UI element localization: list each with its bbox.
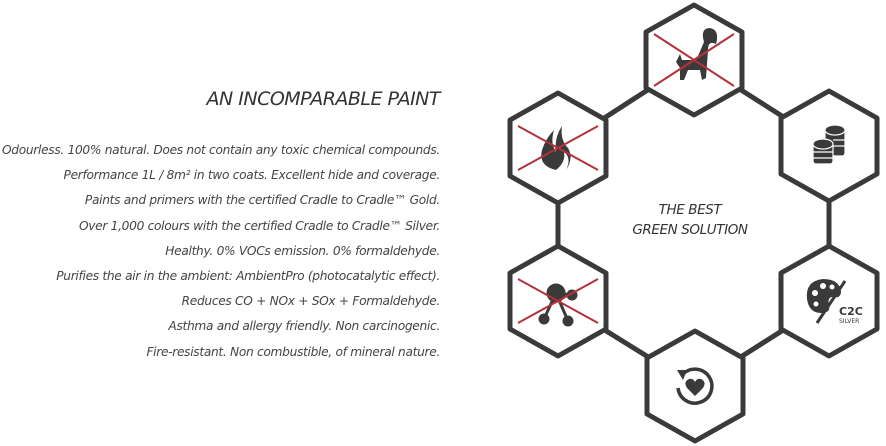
center-caption-line2: GREEN SOLUTION [632, 222, 748, 238]
cross-icon [517, 278, 599, 324]
fire-icon [541, 126, 571, 170]
feature-item: Performance 1L / 8m² in two coats. Excel… [63, 168, 441, 183]
silver-label: SILVER [839, 318, 859, 325]
hex-no-odour [646, 5, 742, 115]
feature-item: Paints and primers with the certified Cr… [84, 193, 440, 208]
hex-no-emissions [510, 246, 606, 356]
cross-icon [517, 125, 599, 171]
heart-cycle-icon [676, 367, 714, 405]
feature-item: Over 1,000 colours with the certified Cr… [78, 218, 440, 233]
section-title: AN INCOMPARABLE PAINT [206, 88, 441, 110]
feature-item: Purifies the air in the ambient: Ambient… [56, 269, 440, 284]
feature-list: Odourless. 100% natural. Does not contai… [2, 138, 440, 365]
coins-icon [812, 124, 846, 165]
feature-item: Asthma and allergy friendly. Non carcino… [168, 319, 440, 334]
hex-healthy [647, 331, 743, 441]
hex-c2c-silver: C2C SILVER [781, 246, 877, 356]
hex-no-fire [510, 93, 606, 203]
skunk-icon [676, 28, 718, 80]
feature-item: Odourless. 100% natural. Does not contai… [1, 143, 440, 157]
feature-item: Healthy. 0% VOCs emission. 0% formaldehy… [165, 243, 440, 258]
cross-icon [653, 33, 735, 87]
palette-icon [806, 279, 847, 324]
center-caption-line1: THE BEST [658, 202, 722, 218]
feature-item: Reduces CO + NOx + SOx + Formaldehyde. [181, 294, 441, 309]
hex-coins [781, 91, 877, 201]
center-caption: THE BEST GREEN SOLUTION [590, 200, 790, 240]
feature-item: Fire-resistant. Non combustible, of mine… [146, 344, 440, 359]
c2c-label: C2C [839, 305, 863, 318]
